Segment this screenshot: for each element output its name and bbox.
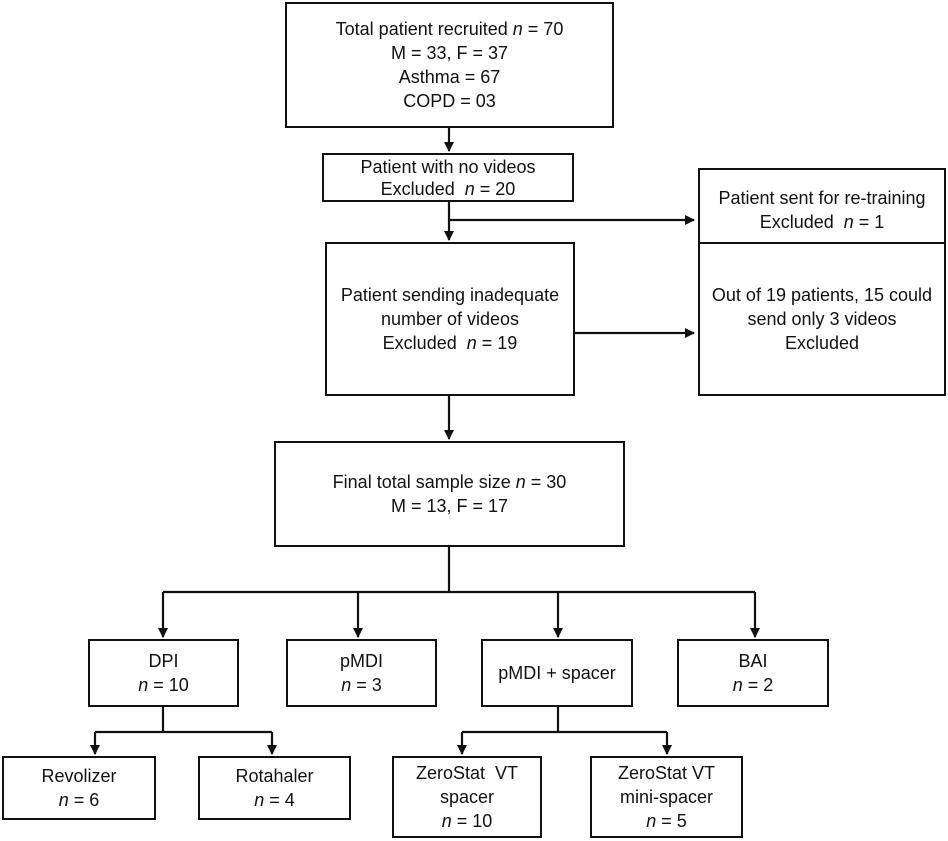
retraining-title: Patient sent for re-training xyxy=(718,188,926,208)
zerostat-mini-title: ZeroStat VT xyxy=(617,763,716,783)
no-videos-title: Patient with no videos xyxy=(360,156,536,177)
zerostat-vt-subtitle: spacer xyxy=(439,787,495,807)
retraining-box: Patient sent for re-training Excluded n … xyxy=(698,168,946,252)
no-videos-box: Patient with no videos Excluded n = 20 xyxy=(322,153,574,202)
inadequate-title: Patient sending inadequate xyxy=(340,285,560,305)
recruited-title: Total patient recruited n = 70 xyxy=(335,19,564,39)
dpi-count: n = 10 xyxy=(138,675,189,695)
bai-box: BAI n = 2 xyxy=(677,639,829,707)
bai-count: n = 2 xyxy=(732,675,774,695)
only3-subtitle: send only 3 videos xyxy=(747,309,897,329)
pmdi-count: n = 3 xyxy=(341,675,382,695)
pmdi-box: pMDI n = 3 xyxy=(286,639,437,707)
zerostat-mini-subtitle: mini-spacer xyxy=(619,787,714,807)
dpi-box: DPI n = 10 xyxy=(88,639,239,707)
zerostat-mini-box: ZeroStat VT mini-spacer n = 5 xyxy=(590,756,743,838)
no-videos-excluded: Excluded n = 20 xyxy=(380,178,516,199)
zerostat-vt-count: n = 10 xyxy=(441,811,493,831)
rotahaler-box: Rotahaler n = 4 xyxy=(198,756,351,820)
final-box: Final total sample size n = 30 M = 13, F… xyxy=(274,441,625,547)
rotahaler-count: n = 4 xyxy=(254,790,295,810)
only3-title: Out of 19 patients, 15 could xyxy=(711,285,933,305)
pmdi-spacer-label: pMDI + spacer xyxy=(498,663,616,683)
final-sex: M = 13, F = 17 xyxy=(390,496,509,516)
revolizer-label: Revolizer xyxy=(41,766,117,786)
recruited-asthma: Asthma = 67 xyxy=(398,67,501,87)
inadequate-subtitle: number of videos xyxy=(380,309,520,329)
inadequate-excluded: Excluded n = 19 xyxy=(382,333,518,353)
retraining-excluded: Excluded n = 1 xyxy=(759,212,885,232)
recruited-sex: M = 33, F = 37 xyxy=(390,43,509,63)
rotahaler-label: Rotahaler xyxy=(235,766,314,786)
dpi-label: DPI xyxy=(148,651,179,671)
zerostat-mini-count: n = 5 xyxy=(646,811,687,831)
revolizer-count: n = 6 xyxy=(58,790,100,810)
recruited-copd: COPD = 03 xyxy=(403,91,496,111)
only3-excluded: Excluded xyxy=(784,333,860,353)
pmdi-label: pMDI xyxy=(339,651,383,671)
zerostat-vt-box: ZeroStat VT spacer n = 10 xyxy=(392,756,542,838)
inadequate-box: Patient sending inadequate number of vid… xyxy=(325,242,575,396)
bai-label: BAI xyxy=(738,651,768,671)
final-title: Final total sample size n = 30 xyxy=(332,472,567,492)
only3-box: Out of 19 patients, 15 could send only 3… xyxy=(698,242,946,396)
revolizer-box: Revolizer n = 6 xyxy=(2,756,156,820)
recruited-box: Total patient recruited n = 70 M = 33, F… xyxy=(285,2,614,128)
pmdi-spacer-box: pMDI + spacer xyxy=(481,639,633,707)
zerostat-vt-title: ZeroStat VT xyxy=(415,763,519,783)
